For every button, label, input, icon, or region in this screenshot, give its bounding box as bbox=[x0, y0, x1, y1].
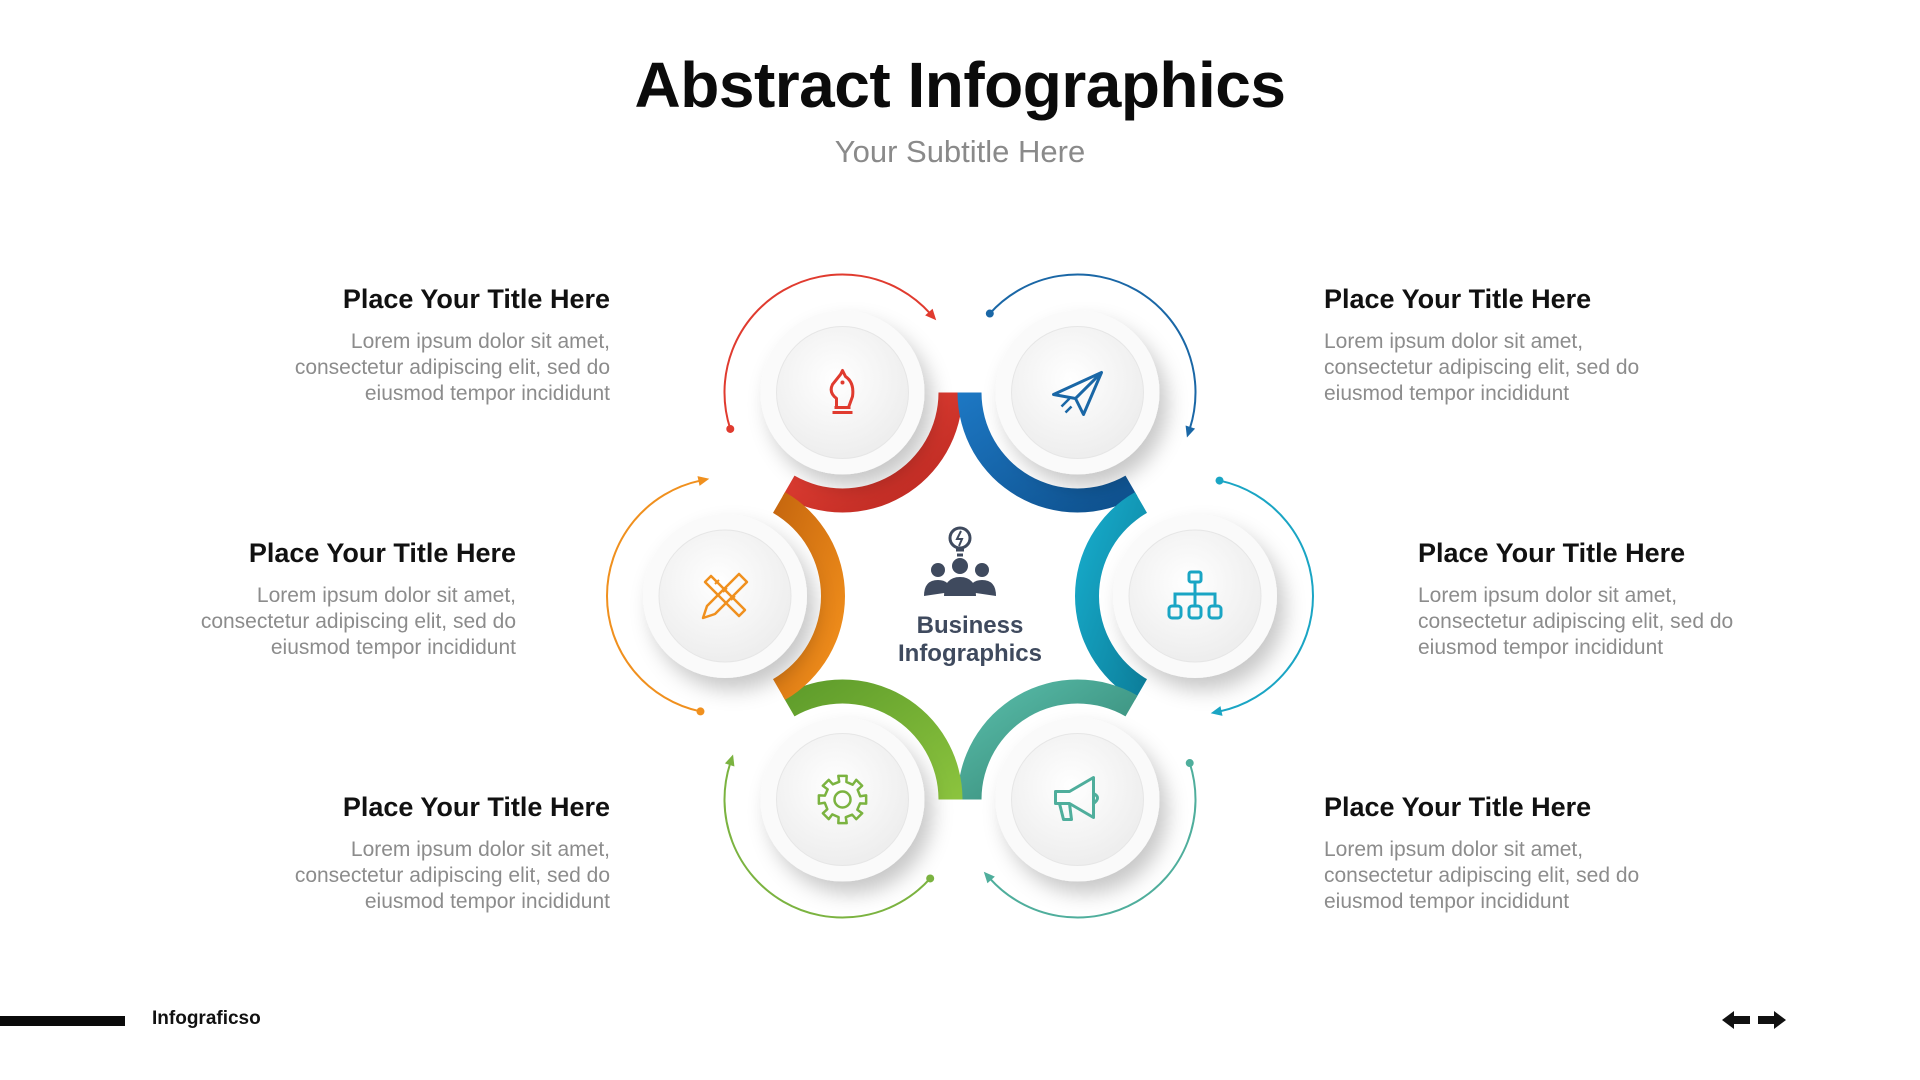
item-top-right: Place Your Title Here Lorem ipsum dolor … bbox=[1324, 284, 1784, 407]
chess-knight-icon bbox=[829, 368, 855, 414]
item-description-line: consectetur adipiscing elit, sed do bbox=[1418, 610, 1734, 633]
disc-inner bbox=[1011, 325, 1144, 459]
disc-inner bbox=[776, 325, 909, 459]
arrow-head bbox=[983, 871, 995, 884]
arrow-arc bbox=[1219, 479, 1314, 713]
ribbon-segment bbox=[782, 679, 963, 800]
arrow-head bbox=[724, 754, 735, 767]
item-description: Lorem ipsum dolor sit amet, consectetur … bbox=[1418, 583, 1878, 661]
arc-dot bbox=[926, 874, 935, 883]
arrow-arc bbox=[606, 479, 701, 713]
page-subtitle: Your Subtitle Here bbox=[834, 134, 1086, 169]
footer-brand: Infograficso bbox=[152, 1008, 261, 1029]
arrow-arc bbox=[723, 273, 931, 430]
item-description: Lorem ipsum dolor sit amet, consectetur … bbox=[150, 329, 610, 407]
item-middle-right: Place Your Title Here Lorem ipsum dolor … bbox=[1418, 538, 1878, 661]
icon-disc bbox=[1113, 514, 1277, 678]
arrow-right-icon[interactable] bbox=[1756, 1008, 1788, 1032]
arrow-arc bbox=[989, 273, 1197, 430]
item-description: Lorem ipsum dolor sit amet, consectetur … bbox=[1324, 837, 1784, 915]
item-description: Lorem ipsum dolor sit amet, consectetur … bbox=[150, 837, 610, 915]
gear-icon bbox=[817, 774, 868, 825]
arrow-left-icon[interactable] bbox=[1720, 1008, 1752, 1032]
item-description-line: consectetur adipiscing elit, sed do bbox=[294, 864, 610, 887]
arrow-head bbox=[697, 476, 710, 486]
arc-dot bbox=[1185, 759, 1194, 768]
arrow-arcs bbox=[606, 273, 1314, 919]
item-description-line: eiusmod tempor incididunt bbox=[270, 636, 516, 659]
icon-disc bbox=[995, 310, 1160, 475]
icon-disc bbox=[643, 514, 807, 678]
icon-disc bbox=[995, 717, 1160, 882]
item-description-line: eiusmod tempor incididunt bbox=[1324, 890, 1570, 913]
page-title: Abstract Infographics bbox=[634, 49, 1286, 121]
item-description-line: eiusmod tempor incididunt bbox=[1324, 382, 1570, 405]
disc-inner bbox=[776, 733, 909, 867]
ribbon-segment bbox=[1075, 492, 1147, 700]
item-description-line: Lorem ipsum dolor sit amet, bbox=[1324, 330, 1584, 353]
item-bottom-left: Place Your Title Here Lorem ipsum dolor … bbox=[150, 792, 610, 915]
item-description-line: Lorem ipsum dolor sit amet, bbox=[256, 584, 516, 607]
ribbon-segment bbox=[782, 392, 963, 513]
icon-discs bbox=[643, 310, 1277, 882]
disc-inner bbox=[1011, 733, 1144, 867]
item-title: Place Your Title Here bbox=[1418, 538, 1686, 568]
item-description-line: Lorem ipsum dolor sit amet, bbox=[350, 838, 610, 861]
ribbon-segment bbox=[957, 679, 1138, 800]
disc-inner bbox=[658, 529, 792, 663]
item-title: Place Your Title Here bbox=[342, 792, 610, 822]
item-description: Lorem ipsum dolor sit amet, consectetur … bbox=[1324, 329, 1784, 407]
megaphone-icon bbox=[1054, 776, 1099, 822]
item-title: Place Your Title Here bbox=[1324, 284, 1592, 314]
item-description-line: eiusmod tempor incididunt bbox=[364, 382, 610, 405]
item-description-line: consectetur adipiscing elit, sed do bbox=[294, 356, 610, 379]
hierarchy-icon bbox=[1167, 570, 1223, 620]
item-description-line: eiusmod tempor incididunt bbox=[1418, 636, 1664, 659]
arc-dot bbox=[726, 424, 735, 433]
ribbon-segment bbox=[957, 392, 1138, 513]
center-label-line2: Infographics bbox=[897, 640, 1042, 667]
center-label-line1: Business bbox=[916, 612, 1024, 639]
arrow-head bbox=[1185, 425, 1196, 438]
ribbon-ring bbox=[773, 392, 1147, 800]
item-description-line: consectetur adipiscing elit, sed do bbox=[1324, 864, 1640, 887]
footer-bar bbox=[0, 1016, 125, 1026]
pencil-ruler-icon bbox=[701, 572, 749, 620]
arc-dot bbox=[985, 309, 994, 318]
center-label: Business Infographics bbox=[860, 612, 1080, 668]
arrow-head bbox=[1210, 706, 1223, 716]
item-description-line: Lorem ipsum dolor sit amet, bbox=[350, 330, 610, 353]
item-bottom-right: Place Your Title Here Lorem ipsum dolor … bbox=[1324, 792, 1784, 915]
item-title: Place Your Title Here bbox=[1324, 792, 1592, 822]
ribbon-segment bbox=[773, 492, 845, 700]
item-description-line: Lorem ipsum dolor sit amet, bbox=[1324, 838, 1584, 861]
icon-disc bbox=[760, 717, 925, 882]
item-description-line: eiusmod tempor incididunt bbox=[364, 890, 610, 913]
item-title: Place Your Title Here bbox=[342, 284, 610, 314]
icon-disc bbox=[760, 310, 925, 475]
arrow-head bbox=[925, 308, 937, 321]
item-title: Place Your Title Here bbox=[248, 538, 516, 568]
paper-plane-icon bbox=[1052, 370, 1103, 416]
item-description: Lorem ipsum dolor sit amet, consectetur … bbox=[56, 583, 516, 661]
item-description-line: consectetur adipiscing elit, sed do bbox=[1324, 356, 1640, 379]
item-top-left: Place Your Title Here Lorem ipsum dolor … bbox=[150, 284, 610, 407]
item-middle-left: Place Your Title Here Lorem ipsum dolor … bbox=[56, 538, 516, 661]
team-idea-icon bbox=[924, 526, 996, 596]
arc-dot bbox=[1215, 476, 1224, 485]
item-description-line: Lorem ipsum dolor sit amet, bbox=[1418, 584, 1678, 607]
arrow-arc bbox=[989, 762, 1197, 919]
arrow-arc bbox=[723, 762, 931, 919]
arc-dot bbox=[696, 707, 705, 716]
item-description-line: consectetur adipiscing elit, sed do bbox=[200, 610, 516, 633]
